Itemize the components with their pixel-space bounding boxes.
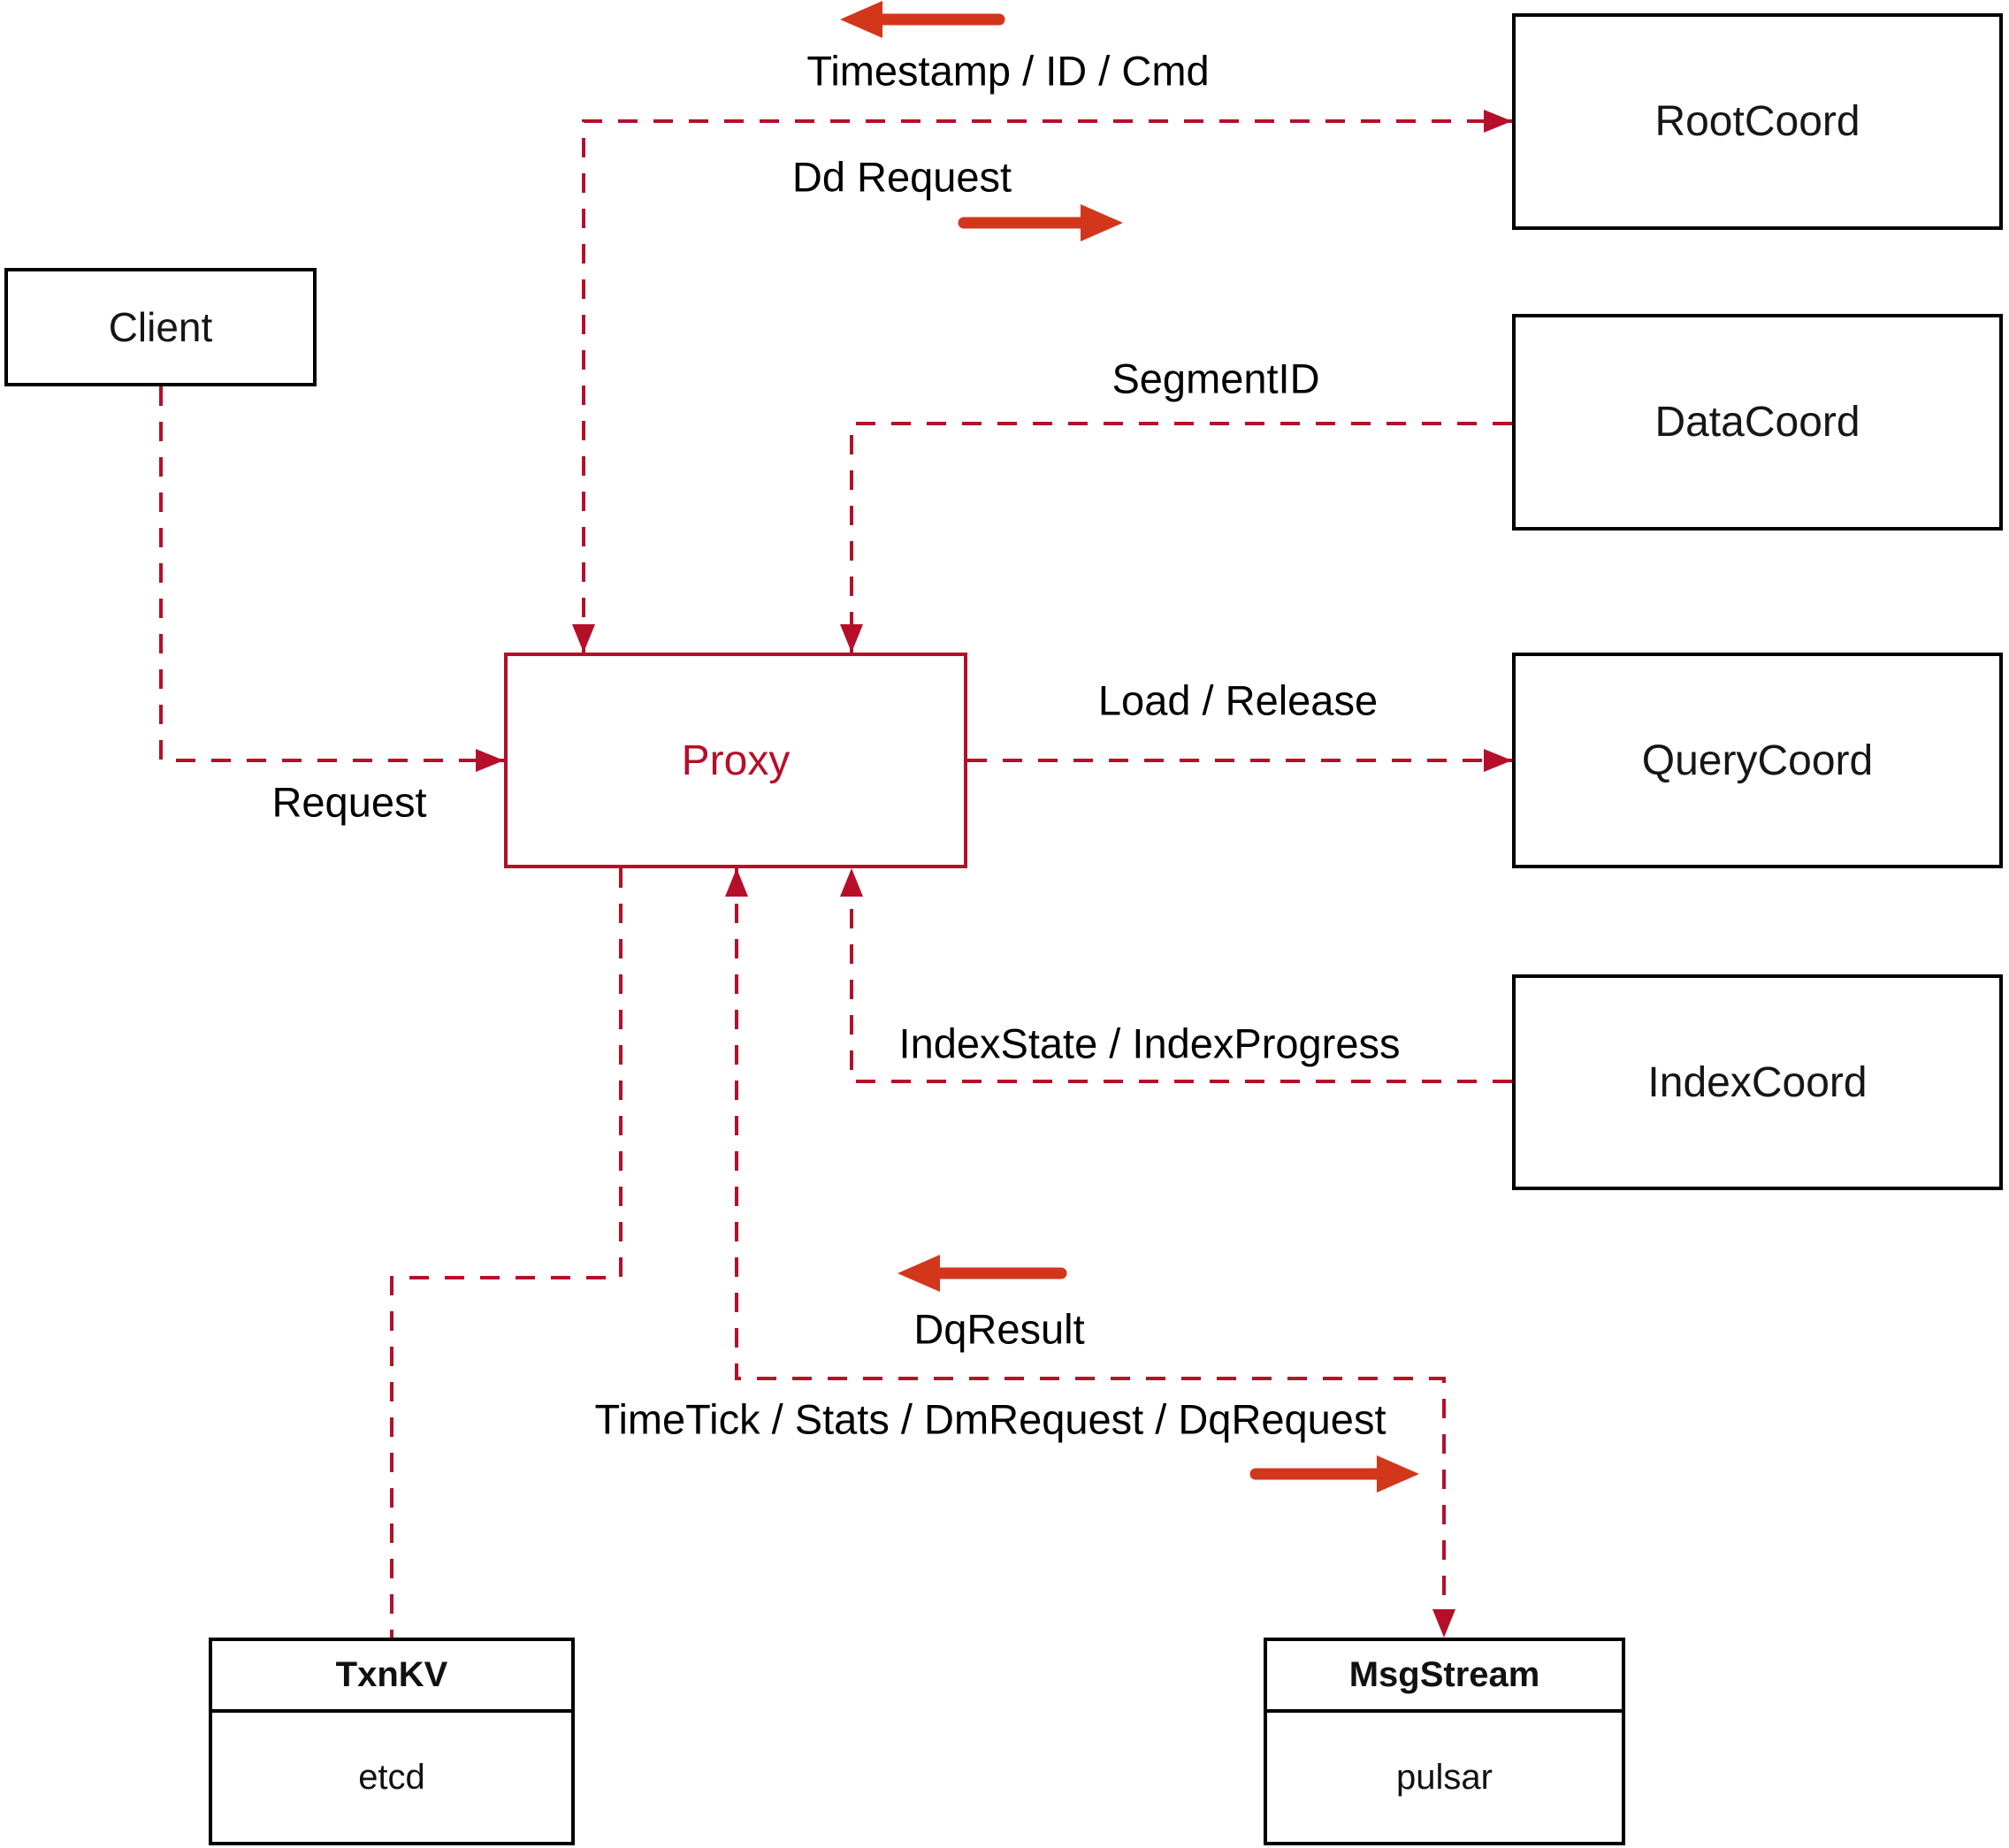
timestamp-id-cmd-label: Timestamp / ID / Cmd [806,47,1210,95]
request-label: Request [271,778,427,826]
txnkv-body-etcd: etcd [358,1757,425,1797]
proxy-msgstream-link-end-arrowhead [1432,1609,1455,1638]
dd-request-label: Dd Request [791,153,1012,201]
proxy-to-querycoord-end-arrowhead [1484,749,1512,772]
segment-id-label: SegmentID [1111,355,1320,402]
dd-request-direction-arrow-head [1081,204,1123,241]
msgstream-body-pulsar: pulsar [1396,1757,1493,1797]
querycoord-box: QueryCoord [1512,653,2003,868]
txnkv-title: TxnKV [212,1641,571,1713]
dq-result-label: DqResult [913,1305,1085,1353]
rootcoord-box: RootCoord [1512,13,2003,230]
indexcoord-label: IndexCoord [1647,1058,1868,1106]
datacoord-to-proxy-end-arrowhead [840,624,863,653]
msgstream-box: MsgStream pulsar [1264,1638,1625,1845]
index-state-label: IndexState / IndexProgress [898,1019,1401,1067]
client-to-proxy-line [159,386,504,762]
client-box: Client [4,268,317,386]
datacoord-box: DataCoord [1512,314,2003,531]
indexcoord-to-proxy-line [850,868,1512,1083]
client-label: Client [108,304,213,350]
proxy-msgstream-link-line [735,868,1446,1638]
msgstream-title: MsgStream [1267,1641,1622,1713]
dq-result-direction-arrow-head [898,1255,940,1292]
txnkv-box: TxnKV etcd [209,1638,575,1845]
proxy-msgstream-link-start-arrowhead [725,868,748,897]
timestamp-direction-arrow-head [840,1,882,38]
proxy-label: Proxy [681,737,791,784]
time-tick-label: TimeTick / Stats / DmRequest / DqRequest [594,1395,1386,1443]
proxy-rootcoord-link-start-arrowhead [572,624,595,653]
indexcoord-box: IndexCoord [1512,974,2003,1190]
client-to-proxy-end-arrowhead [476,749,504,772]
proxy-box: Proxy [504,653,967,868]
indexcoord-to-proxy-end-arrowhead [840,868,863,897]
querycoord-label: QueryCoord [1641,737,1874,784]
rootcoord-label: RootCoord [1654,98,1860,145]
time-tick-direction-arrow-head [1377,1455,1419,1493]
proxy-rootcoord-link-end-arrowhead [1484,110,1512,133]
datacoord-to-proxy-line [850,422,1512,653]
proxy-to-txnkv-line [390,868,623,1638]
datacoord-label: DataCoord [1654,399,1860,446]
proxy-rootcoord-link-line [582,119,1512,653]
load-release-label: Load / Release [1097,676,1379,724]
